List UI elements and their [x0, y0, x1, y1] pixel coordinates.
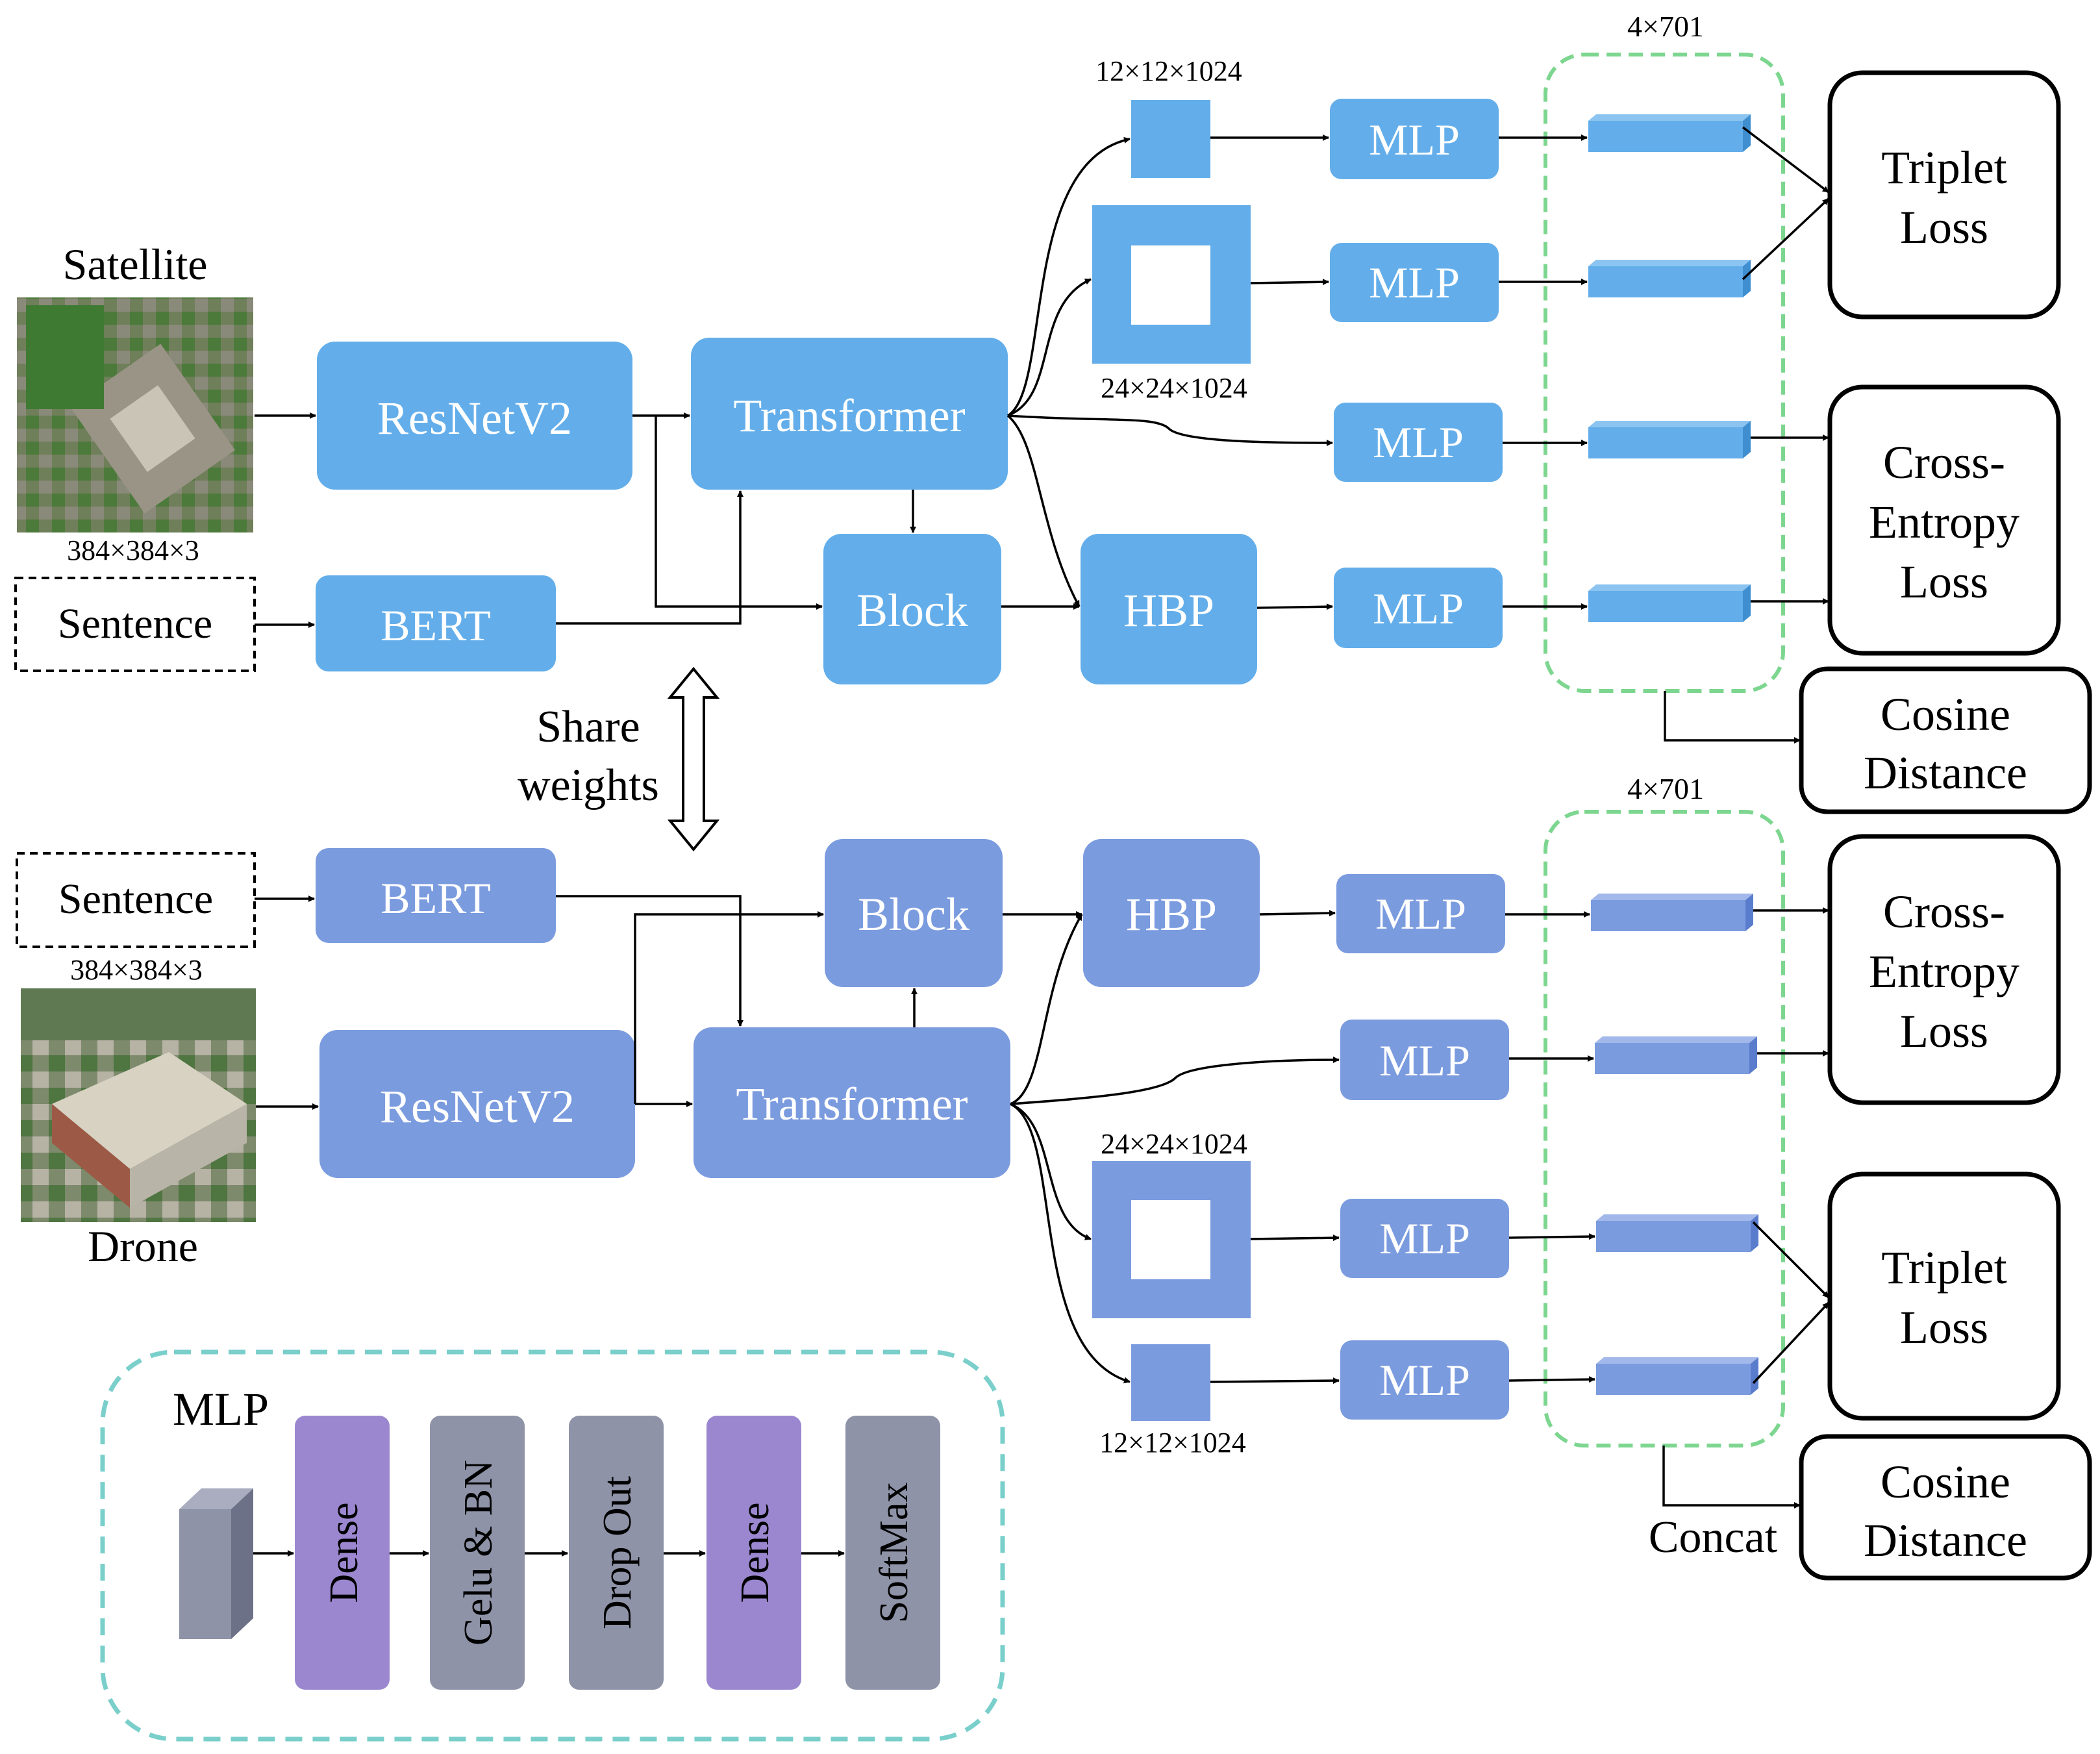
- svg-text:Cross-: Cross-: [1883, 436, 2005, 488]
- feature-map-ring-bottom: [1092, 1161, 1251, 1318]
- concat-dims-top: 4×701: [1627, 10, 1704, 43]
- drone-size-label: 384×384×3: [70, 954, 203, 986]
- svg-text:Block: Block: [856, 584, 968, 636]
- svg-text:MLP: MLP: [1369, 115, 1460, 164]
- svg-text:Loss: Loss: [1900, 1301, 1988, 1353]
- hbp-box-bottom: HBP: [1083, 839, 1260, 987]
- feat-ring-label-bottom: 24×24×1024: [1101, 1128, 1247, 1160]
- bert-box-bottom: BERT: [316, 848, 556, 943]
- svg-text:SoftMax: SoftMax: [872, 1483, 916, 1623]
- svg-text:ResNetV2: ResNetV2: [380, 1081, 575, 1133]
- svg-text:Cosine: Cosine: [1881, 688, 2010, 740]
- block-box-bottom: Block: [825, 839, 1003, 987]
- mlp-box-bottom-1: MLP: [1336, 874, 1505, 953]
- svg-text:MLP: MLP: [1369, 258, 1460, 307]
- svg-text:Dense: Dense: [733, 1503, 777, 1603]
- connections-top: [255, 126, 1830, 744]
- drone-image: [21, 988, 256, 1222]
- satellite-size-label: 384×384×3: [67, 534, 199, 566]
- mlp-legend-layer-gelu-bn: Gelu & BN: [430, 1416, 525, 1690]
- triplet-loss-box-top: Triplet Loss: [1827, 70, 2061, 319]
- feat-ring-label-top: 24×24×1024: [1101, 372, 1247, 404]
- mlp-legend-layer-softmax: SoftMax: [845, 1416, 940, 1690]
- svg-text:Triplet: Triplet: [1881, 142, 2006, 194]
- mlp-legend-layer-dense-2: Dense: [706, 1416, 801, 1690]
- svg-text:Drop Out: Drop Out: [595, 1476, 640, 1629]
- mlp-legend-frame: [100, 1349, 1005, 1742]
- sentence-box-bottom: Sentence: [16, 852, 256, 948]
- drone-label: Drone: [88, 1222, 198, 1271]
- block-box-top: Block: [823, 534, 1001, 684]
- sentence-box-top: Sentence: [14, 577, 256, 672]
- svg-text:MLP: MLP: [1379, 1036, 1470, 1085]
- transformer-box-top: Transformer: [691, 338, 1008, 490]
- svg-text:Distance: Distance: [1864, 1514, 2027, 1566]
- svg-text:Transformer: Transformer: [733, 390, 965, 442]
- svg-text:MLP: MLP: [1379, 1214, 1470, 1263]
- mlp-box-bottom-4: MLP: [1340, 1340, 1509, 1420]
- hbp-box-top: HBP: [1081, 534, 1257, 684]
- mlp-legend-input-cube: [179, 1488, 253, 1639]
- share-weights-arrow: [667, 666, 720, 852]
- svg-text:Gelu & BN: Gelu & BN: [456, 1460, 501, 1646]
- satellite-image: [17, 297, 253, 532]
- mlp-box-top-1: MLP: [1330, 99, 1499, 179]
- svg-text:Loss: Loss: [1900, 1005, 1988, 1057]
- connections-bottom: [255, 895, 1830, 1509]
- feature-vector-top: [1588, 114, 1751, 622]
- svg-text:Dense: Dense: [322, 1503, 366, 1603]
- svg-text:Loss: Loss: [1900, 201, 1988, 253]
- svg-text:Transformer: Transformer: [736, 1078, 968, 1130]
- cross-entropy-loss-box-bottom: Cross- Entropy Loss: [1827, 834, 2061, 1105]
- concat-dims-bottom: 4×701: [1627, 772, 1704, 805]
- mlp-box-bottom-3: MLP: [1340, 1199, 1509, 1278]
- svg-text:Sentence: Sentence: [58, 875, 213, 923]
- svg-text:Distance: Distance: [1864, 747, 2027, 799]
- svg-text:MLP: MLP: [1379, 1355, 1470, 1405]
- mlp-box-top-2: MLP: [1330, 243, 1499, 322]
- svg-text:BERT: BERT: [381, 873, 491, 923]
- svg-text:Triplet: Triplet: [1881, 1242, 2006, 1294]
- svg-text:Loss: Loss: [1900, 556, 1988, 608]
- cross-entropy-loss-box-top: Cross- Entropy Loss: [1827, 384, 2061, 656]
- mlp-legend-layer-dense-1: Dense: [295, 1416, 390, 1690]
- feature-map-ring-top: [1092, 205, 1251, 364]
- resnet-box-bottom: ResNetV2: [319, 1030, 635, 1178]
- mlp-legend-title: MLP: [173, 1383, 269, 1435]
- mlp-box-bottom-2: MLP: [1340, 1020, 1509, 1100]
- svg-text:Entropy: Entropy: [1869, 496, 2019, 548]
- resnet-box-top: ResNetV2: [317, 342, 632, 490]
- concat-label: Concat: [1649, 1512, 1778, 1562]
- mlp-box-top-4: MLP: [1334, 568, 1503, 648]
- cosine-distance-box-bottom: Cosine Distance: [1799, 1434, 2092, 1581]
- feature-vector-bottom: [1591, 894, 1758, 1395]
- feat-small-label-bottom: 12×12×1024: [1099, 1427, 1246, 1459]
- svg-text:MLP: MLP: [1375, 889, 1466, 938]
- share-weights-label-1: Share: [536, 702, 640, 752]
- feature-map-small-bottom: [1131, 1344, 1210, 1421]
- feature-map-small-top: [1131, 100, 1210, 178]
- svg-text:MLP: MLP: [1373, 584, 1464, 633]
- bert-box-top: BERT: [316, 575, 556, 671]
- concat-region-top: [1544, 53, 1785, 693]
- cosine-distance-box-top: Cosine Distance: [1799, 666, 2092, 814]
- svg-text:HBP: HBP: [1126, 888, 1217, 940]
- mlp-legend-layer-dropout: Drop Out: [569, 1416, 664, 1690]
- svg-text:Cosine: Cosine: [1881, 1456, 2010, 1508]
- mlp-box-top-3: MLP: [1334, 403, 1503, 482]
- share-weights-label-2: weights: [518, 760, 659, 810]
- satellite-label: Satellite: [63, 240, 208, 289]
- svg-text:BERT: BERT: [381, 601, 491, 650]
- svg-text:ResNetV2: ResNetV2: [377, 392, 572, 444]
- svg-text:HBP: HBP: [1123, 584, 1214, 636]
- triplet-loss-box-bottom: Triplet Loss: [1827, 1171, 2061, 1421]
- transformer-box-bottom: Transformer: [694, 1027, 1010, 1178]
- svg-text:Sentence: Sentence: [58, 600, 212, 647]
- svg-text:Entropy: Entropy: [1869, 946, 2019, 997]
- svg-text:Block: Block: [858, 888, 969, 940]
- svg-text:Cross-: Cross-: [1883, 886, 2005, 938]
- feat-small-label-top: 12×12×1024: [1095, 55, 1242, 87]
- svg-text:MLP: MLP: [1373, 418, 1464, 467]
